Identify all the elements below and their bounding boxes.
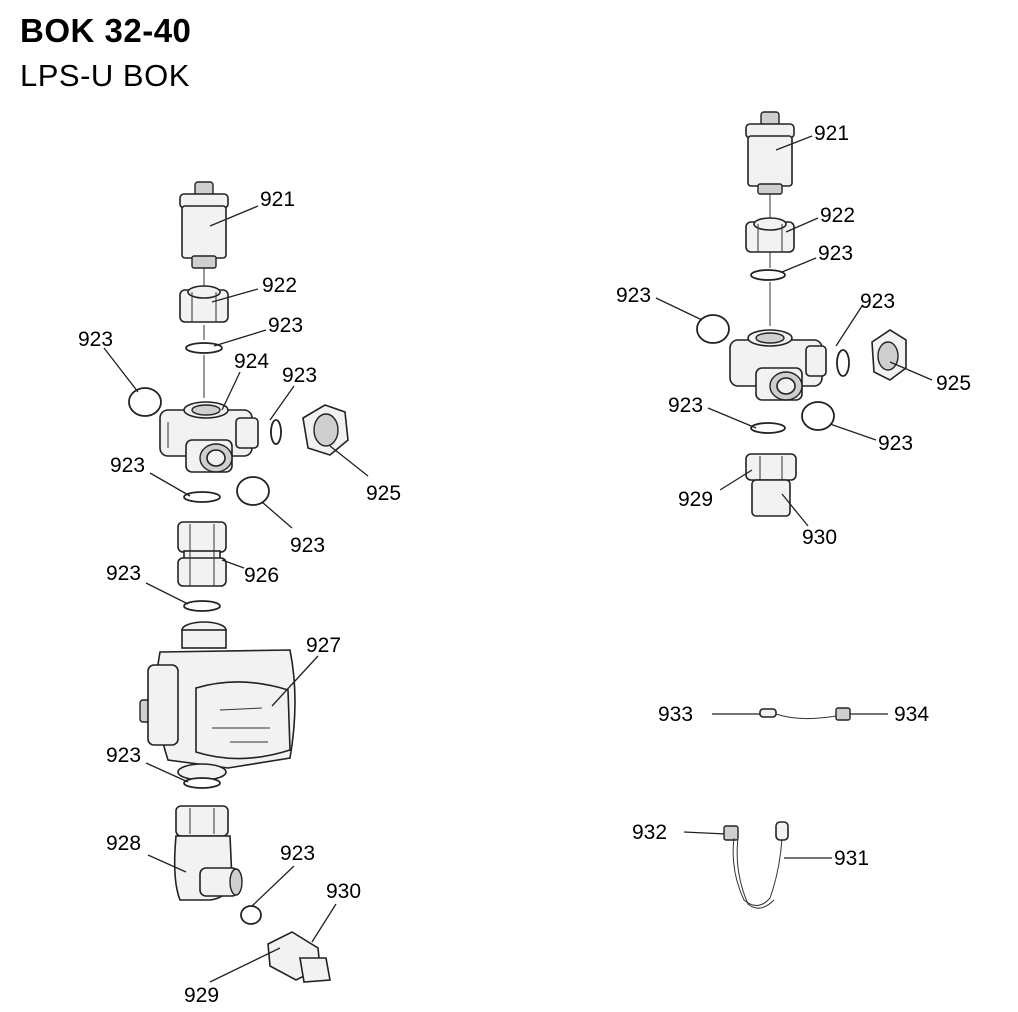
part-923-gasket: [185, 342, 223, 354]
page-title: BOK 32-40: [20, 12, 192, 49]
part-923-o-ring: [128, 387, 162, 417]
callout-923: 923: [280, 842, 315, 865]
callout-923: 923: [616, 284, 651, 307]
callout-930: 930: [326, 880, 361, 903]
part-923-o-ring: [801, 401, 835, 431]
callout-923: 923: [268, 314, 303, 337]
callout-925: 925: [936, 372, 971, 395]
page-subtitle: LPS-U BOK: [20, 58, 190, 93]
callout-934: 934: [894, 703, 929, 726]
callout-labels: 921 922 923 923 924 923 925 923 923 926 …: [78, 122, 971, 1007]
callout-921: 921: [814, 122, 849, 145]
callout-927: 927: [306, 634, 341, 657]
part-922-nut: [179, 285, 229, 323]
part-929-930-fitting: [267, 931, 331, 983]
callout-924: 924: [234, 350, 269, 373]
part-923-gasket: [183, 491, 221, 503]
callout-926: 926: [244, 564, 279, 587]
callout-922: 922: [262, 274, 297, 297]
callout-925: 925: [366, 482, 401, 505]
part-927-pump: [139, 621, 296, 781]
part-921-air-vent: [179, 181, 229, 269]
right-assembly: [655, 111, 933, 527]
callout-923: 923: [818, 242, 853, 265]
sensor-933-934: [712, 707, 888, 721]
callout-932: 932: [632, 821, 667, 844]
part-929-930-fitting: [745, 453, 797, 517]
callout-923: 923: [106, 562, 141, 585]
callout-929: 929: [678, 488, 713, 511]
callout-923: 923: [282, 364, 317, 387]
part-manifold: [729, 329, 827, 401]
callout-923: 923: [878, 432, 913, 455]
callout-923: 923: [668, 394, 703, 417]
part-923-o-ring: [236, 476, 270, 506]
sensor-931-932: [683, 821, 832, 909]
callout-933: 933: [658, 703, 693, 726]
callout-922: 922: [820, 204, 855, 227]
callout-923: 923: [860, 290, 895, 313]
part-923-gasket: [183, 777, 221, 789]
part-921-air-vent: [745, 111, 795, 195]
callout-923: 923: [78, 328, 113, 351]
callout-928: 928: [106, 832, 141, 855]
part-925-nut: [871, 329, 907, 381]
part-925-nut: [302, 404, 349, 456]
part-923-gasket: [836, 349, 850, 377]
callout-921: 921: [260, 188, 295, 211]
callout-930: 930: [802, 526, 837, 549]
part-923-o-ring: [696, 314, 730, 344]
callout-923: 923: [290, 534, 325, 557]
callout-923: 923: [106, 744, 141, 767]
left-assembly: [103, 181, 369, 983]
part-926-union: [177, 521, 227, 587]
part-928-elbow: [173, 805, 243, 901]
part-923-gasket: [183, 600, 221, 612]
part-923-gasket: [750, 422, 786, 434]
callout-929: 929: [184, 984, 219, 1007]
part-924-manifold: [159, 401, 259, 473]
part-922-nut: [745, 217, 795, 253]
part-923-gasket: [750, 269, 786, 281]
callout-931: 931: [834, 847, 869, 870]
callout-923: 923: [110, 454, 145, 477]
part-923-gasket: [270, 419, 282, 445]
part-923-o-ring: [240, 905, 262, 925]
